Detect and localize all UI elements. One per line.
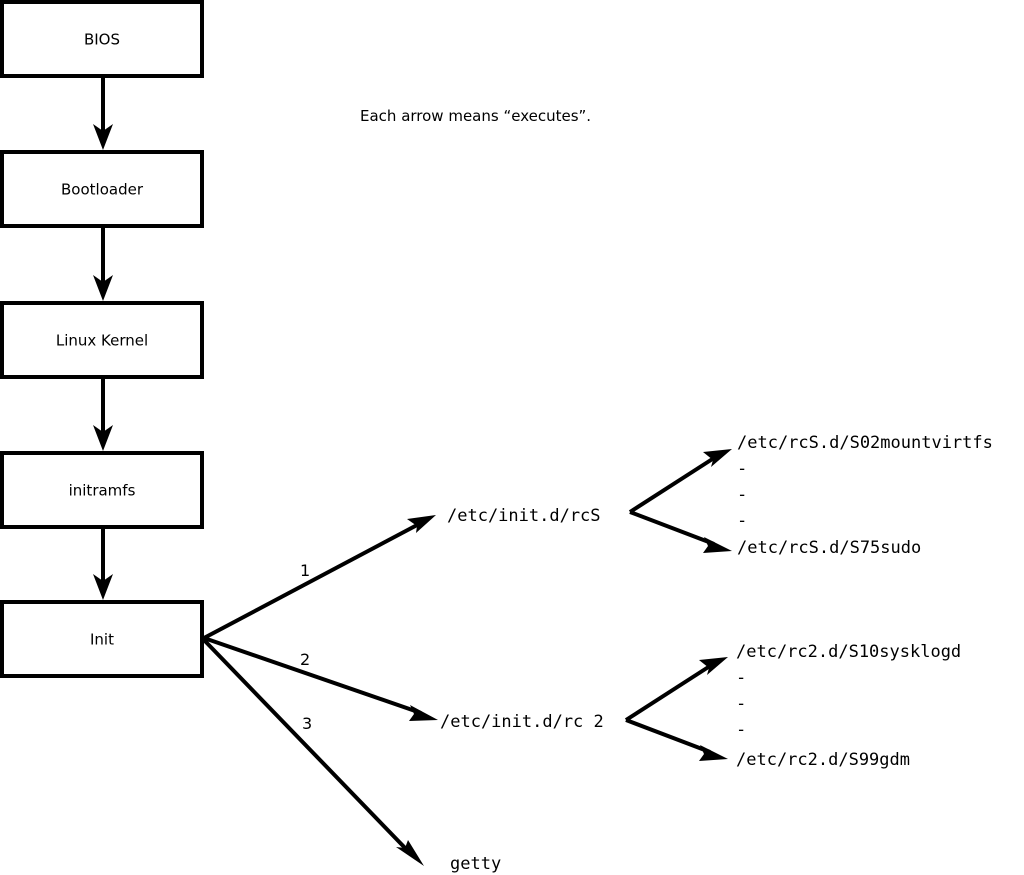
- branch-1-arrow: [203, 515, 436, 640]
- arrowhead-icon: [93, 124, 113, 150]
- node-bios-label: BIOS: [84, 31, 120, 49]
- arrowhead-icon: [699, 745, 728, 761]
- arrow-bootloader-to-kernel: [93, 226, 113, 301]
- rc2-ellipsis-dash-3: -: [736, 720, 746, 740]
- rcs-last-script-label: /etc/rcS.d/S75sudo: [737, 538, 921, 558]
- branch-3-arrow: [202, 638, 424, 866]
- rc2-scripts-group: /etc/rc2.d/S10sysklogd - - - /etc/rc2.d/…: [624, 642, 961, 770]
- rc2-first-arrow: [624, 657, 728, 722]
- arrowhead-icon: [93, 574, 113, 600]
- arrowhead-icon: [703, 449, 732, 467]
- arrowhead-icon: [699, 657, 728, 675]
- branch-1-target-label: /etc/init.d/rcS: [447, 506, 601, 526]
- arrow-bios-to-bootloader: [93, 76, 113, 150]
- node-init-rect: [0, 600, 204, 678]
- rc2-ellipsis-dash-1: -: [736, 668, 746, 688]
- node-bios-rect: [0, 0, 204, 78]
- rcs-ellipsis-dash-1: -: [737, 459, 747, 479]
- rcs-ellipsis-dash-2: -: [737, 485, 747, 505]
- branch-2-number: 2: [300, 650, 310, 669]
- node-init-label: Init: [90, 631, 114, 649]
- arrowhead-icon: [396, 840, 424, 866]
- rc2-first-script-label: /etc/rc2.d/S10sysklogd: [736, 642, 961, 662]
- branch-2-target-label: /etc/init.d/rc 2: [440, 712, 604, 732]
- rcs-first-arrow: [628, 449, 732, 514]
- node-bootloader-label: Bootloader: [61, 181, 144, 199]
- vertical-arrows-group: [93, 76, 113, 600]
- node-initramfs[interactable]: initramfs: [0, 451, 204, 529]
- branch-2-arrow: [203, 636, 438, 721]
- node-linux-kernel-rect: [0, 301, 204, 379]
- branch-1-number: 1: [300, 561, 310, 580]
- init-branches-group: 1 /etc/init.d/rcS 2 /etc/init.d/rc 2 3 g…: [202, 506, 604, 874]
- rcs-first-script-label: /etc/rcS.d/S02mountvirtfs: [737, 433, 993, 453]
- arrowhead-icon: [93, 275, 113, 301]
- rc2-last-arrow: [625, 718, 728, 761]
- node-initramfs-rect: [0, 451, 204, 529]
- node-init[interactable]: Init: [0, 600, 204, 678]
- rcs-scripts-group: /etc/rcS.d/S02mountvirtfs - - - /etc/rcS…: [628, 433, 993, 558]
- rcs-ellipsis-dash-3: -: [737, 511, 747, 531]
- rc2-last-script-label: /etc/rc2.d/S99gdm: [736, 750, 910, 770]
- node-bios[interactable]: BIOS: [0, 0, 204, 78]
- branch-3-target-label: getty: [450, 854, 501, 874]
- node-bootloader[interactable]: Bootloader: [0, 150, 204, 228]
- branch-3-number: 3: [302, 714, 312, 733]
- arrowhead-icon: [407, 515, 436, 533]
- arrowhead-icon: [703, 537, 732, 553]
- rcs-last-arrow: [629, 510, 732, 553]
- node-linux-kernel[interactable]: Linux Kernel: [0, 301, 204, 379]
- arrow-initramfs-to-init: [93, 527, 113, 600]
- diagram-note: Each arrow means “executes”.: [360, 107, 591, 125]
- arrowhead-icon: [409, 705, 438, 721]
- rc2-ellipsis-dash-2: -: [736, 694, 746, 714]
- node-linux-kernel-label: Linux Kernel: [56, 332, 148, 350]
- arrow-kernel-to-initramfs: [93, 377, 113, 451]
- boot-chain-group: BIOS Bootloader Linux Kernel initramfs I…: [0, 0, 204, 678]
- node-initramfs-label: initramfs: [69, 482, 136, 500]
- arrowhead-icon: [93, 425, 113, 451]
